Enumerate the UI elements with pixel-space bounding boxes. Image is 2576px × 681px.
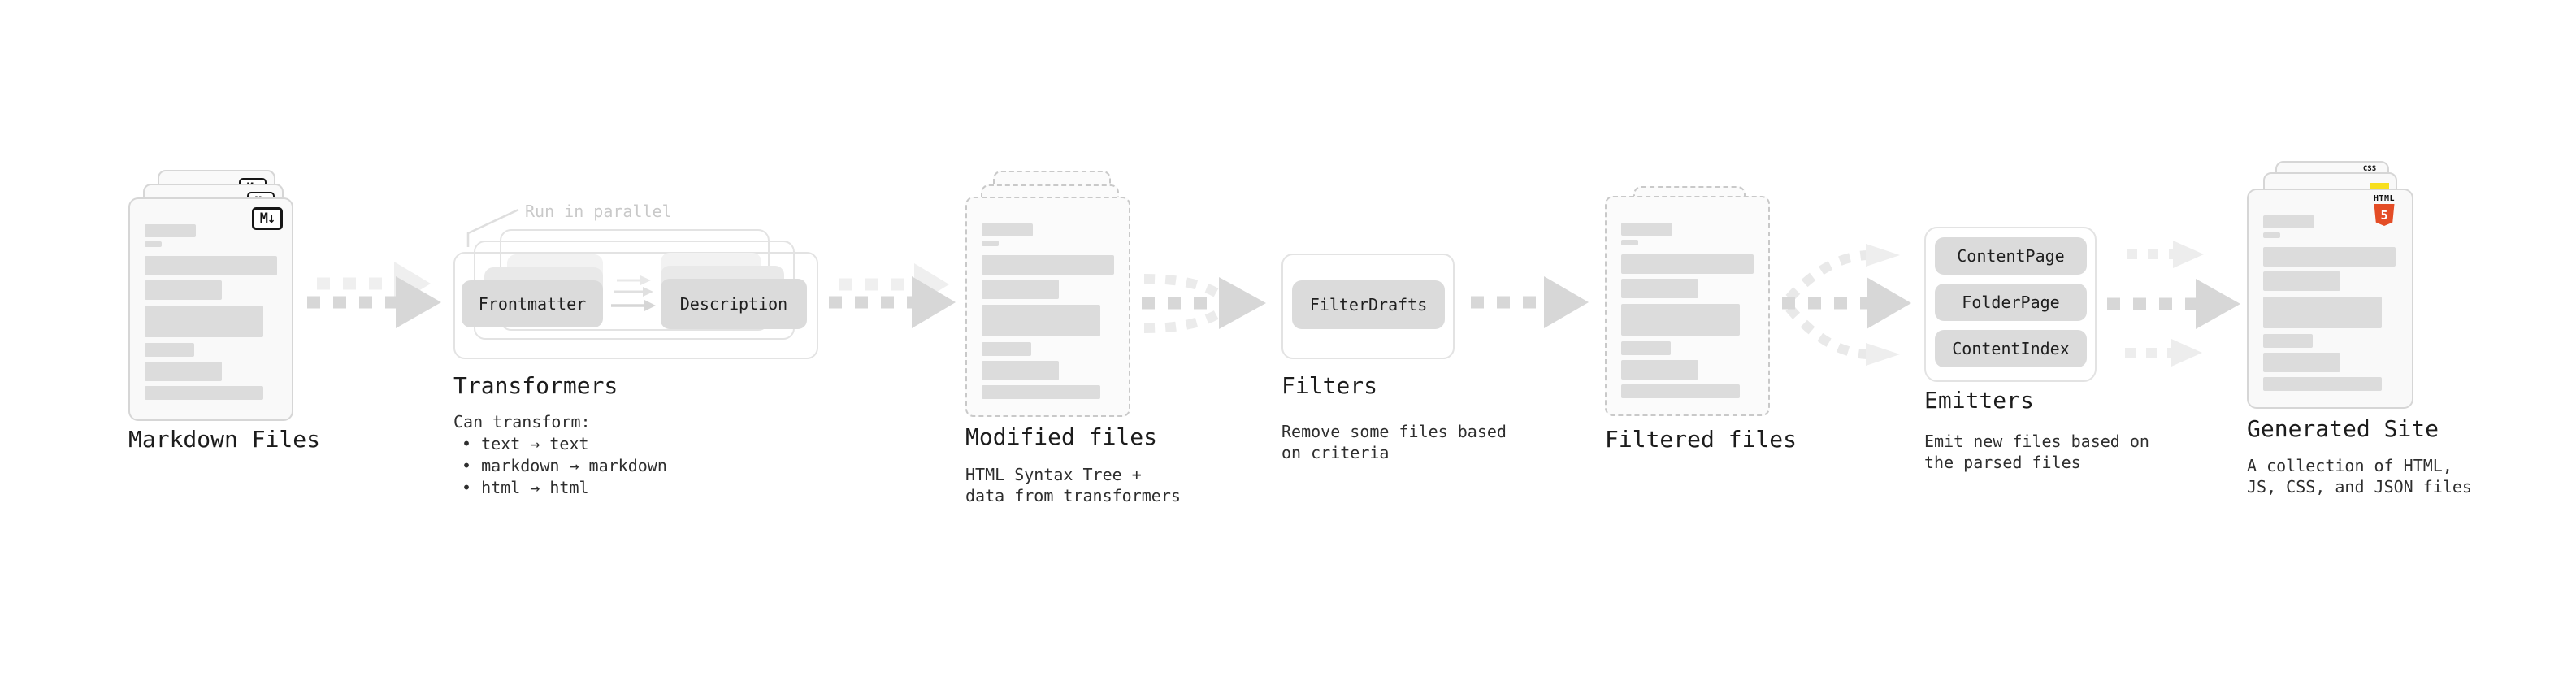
arrow-modified-to-filters [1142, 274, 1266, 333]
parallel-step-arrows [611, 275, 656, 311]
emitters-label: Emitters [1924, 387, 2034, 414]
note-leader-line [466, 208, 519, 247]
transformers-description-title: Can transform: [453, 412, 591, 432]
arrow-filtered-to-emitters [1782, 244, 1911, 366]
modified-files-label: Modified files [965, 423, 1158, 450]
description-step: Description [661, 279, 807, 329]
generated-site-description: A collection of HTML, JS, CSS, and JSON … [2247, 456, 2472, 497]
file-content-placeholder [982, 223, 1114, 399]
filtered-files-label: Filtered files [1605, 426, 1798, 453]
filterdrafts-step: FilterDrafts [1292, 280, 1445, 329]
transformers-container [453, 252, 818, 359]
css-icon-text: CSS [2362, 165, 2377, 173]
file-content-placeholder [2263, 215, 2396, 391]
file-content-placeholder [145, 224, 277, 400]
arrow-filters-to-filtered [1471, 276, 1589, 328]
filters-description: Remove some files based on criteria [1281, 422, 1507, 462]
generated-site-label: Generated Site [2247, 415, 2439, 442]
filters-label: Filters [1281, 372, 1378, 399]
file-content-placeholder [1621, 223, 1754, 398]
folderpage-emitter: FolderPage [1935, 284, 2087, 321]
emitters-description: Emit new files based on the parsed files [1924, 432, 2149, 472]
html5-icon-shield: 5 [2374, 204, 2395, 226]
modified-files-description: HTML Syntax Tree + data from transformer… [965, 465, 1181, 505]
markdown-file-card: M↓ [128, 197, 293, 421]
modified-file-card [965, 197, 1130, 417]
markdown-files-label: Markdown Files [128, 426, 321, 453]
markdown-icon: M↓ [252, 207, 283, 230]
arrow-transformers-to-modified [829, 263, 956, 328]
contentpage-emitter: ContentPage [1935, 237, 2087, 275]
arrow-markdown-to-transformers [307, 262, 441, 328]
generated-html-file-card: HTML 5 [2247, 189, 2413, 409]
html5-icon-five: 5 [2380, 207, 2388, 223]
frontmatter-step: Frontmatter [462, 280, 603, 327]
html5-icon-text: HTML [2373, 194, 2396, 203]
filtered-file-card [1605, 196, 1770, 416]
contentindex-emitter: ContentIndex [1935, 330, 2087, 367]
transformers-capabilities-list: • text → text • markdown → markdown • ht… [462, 434, 667, 497]
run-in-parallel-note: Run in parallel [525, 202, 672, 221]
arrow-emitters-to-generated [2107, 241, 2240, 367]
html5-icon: HTML 5 [2367, 194, 2401, 226]
transformers-label: Transformers [453, 372, 618, 399]
